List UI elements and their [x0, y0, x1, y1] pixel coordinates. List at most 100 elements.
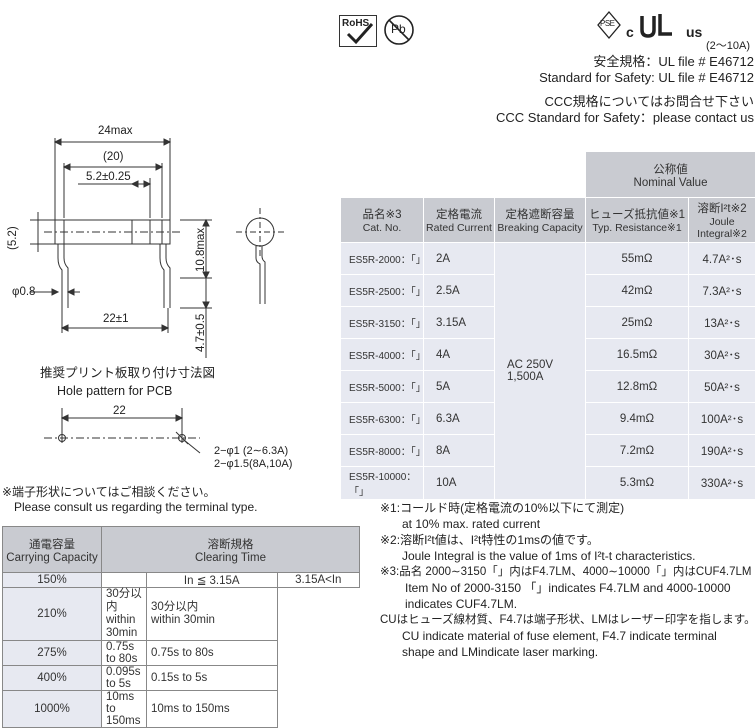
- cat-no: ES5R-4000：「」: [340, 338, 426, 371]
- note-3-jp: ※3:品名 2000∼3150「」内はF4.7LM、4000∼10000「」内は…: [380, 566, 752, 578]
- note-1-en: at 10% max. rated current: [402, 517, 541, 531]
- cat-no: ES5R-6300：「」: [340, 402, 426, 435]
- cul-us-logo: c us: [626, 10, 738, 40]
- terminal-note-jp: ※端子形状についてはご相談ください。: [2, 485, 216, 499]
- dim-5-2-paren: (5.2): [7, 226, 19, 250]
- current-pct: 1000%: [2, 690, 102, 728]
- resistance: 9.4mΩ: [585, 402, 689, 435]
- resistance: 25mΩ: [585, 306, 689, 339]
- cat-no: ES5R-10000：「」: [340, 466, 424, 500]
- cat-no: ES5R-2500：「」: [340, 274, 426, 307]
- terminal-note-en: Please consult us regarding the terminal…: [14, 500, 258, 514]
- ccc-jp: CCC規格についてはお問合せ下さい: [544, 94, 754, 109]
- fuse-drawing: [30, 138, 284, 454]
- dim-phi-0-8: φ0.8: [12, 286, 36, 298]
- rohs-logo: RoHS: [339, 15, 377, 47]
- ul-c-text: c: [626, 24, 634, 40]
- col-in-low: In ≦ 3.15A: [146, 572, 278, 588]
- rohs-text: RoHS: [342, 18, 370, 29]
- pcb-title-en: Hole pattern for PCB: [57, 384, 173, 398]
- current-pct: 400%: [2, 665, 102, 691]
- rated-current: 5A: [423, 370, 495, 403]
- resistance: 42mΩ: [585, 274, 689, 307]
- current-pct: 210%: [2, 587, 102, 641]
- rated-current: 3.15A: [423, 306, 495, 339]
- time-in-low: 0.095s to 5s: [101, 665, 147, 691]
- rated-current: 2A: [423, 242, 495, 275]
- rated-current: 8A: [423, 434, 495, 467]
- time-in-high: 10ms to 150ms: [146, 690, 278, 728]
- rated-current: 6.3A: [423, 402, 495, 435]
- note-1-jp: ※1:コールド時(定格電流の10%以下にて測定): [380, 501, 625, 515]
- resistance: 55mΩ: [585, 242, 689, 275]
- rated-current: 10A: [423, 466, 495, 500]
- carrying-capacity-value: 150%: [2, 572, 102, 588]
- time-in-high: 0.75s to 80s: [146, 640, 278, 666]
- pse-logo: PSE: [596, 10, 622, 40]
- pcb-hole-1: 2−φ1 (2∼6.3A): [214, 445, 289, 457]
- note-3-en-2: indicates CUF4.7LM.: [405, 597, 518, 611]
- nominal-header: 公称値 Nominal Value: [585, 151, 756, 198]
- joule-integral: 100A²･s: [688, 402, 756, 435]
- pcb-title-jp: 推奨プリント板取り付け寸法図: [40, 366, 216, 380]
- col-in-high: 3.15A<In: [276, 572, 361, 588]
- current-pct: 275%: [2, 640, 102, 666]
- joule-integral: 330A²･s: [688, 466, 756, 500]
- ccc-en: CCC Standard for Safety：please contact u…: [496, 110, 754, 125]
- joule-integral: 13A²･s: [688, 306, 756, 339]
- joule-integral: 30A²･s: [688, 338, 756, 371]
- ul-mark-icon: [640, 14, 672, 38]
- note-4-en-2: shape and LMindicate laser marking.: [402, 645, 599, 659]
- resistance: 5.3mΩ: [585, 466, 689, 500]
- joule-integral: 50A²･s: [688, 370, 756, 403]
- dim-20: (20): [103, 151, 124, 163]
- checkmark-icon: [346, 23, 374, 45]
- resistance: 12.8mΩ: [585, 370, 689, 403]
- joule-integral: 7.3A²･s: [688, 274, 756, 307]
- dim-22pm1: 22±1: [103, 313, 129, 325]
- dim-4-7: 4.7±0.5: [195, 313, 207, 352]
- safety-jp: 安全規格：UL file # E46712: [593, 54, 754, 69]
- pcb-hole-2: 2−φ1.5(8A,10A): [214, 458, 293, 470]
- cat-no: ES5R-3150：「」: [340, 306, 426, 339]
- note-2-jp: ※2:溶断I²t値は、I²t特性の1msの値です。: [380, 533, 599, 547]
- cat-no: ES5R-2000：「」: [340, 242, 426, 275]
- dim-24max: 24max: [98, 125, 133, 137]
- note-3-en-1: Item No of 2000-3150 「」indicates F4.7LM …: [405, 581, 731, 595]
- ul-range: (2～10A): [706, 40, 751, 52]
- pb-text: Pb: [391, 22, 406, 36]
- pb-free-logo: Pb: [383, 14, 415, 46]
- dim-10-8max: 10.8max: [195, 227, 207, 272]
- pse-text: PSE: [600, 19, 615, 28]
- note-2-en: Joule Integral is the value of 1ms of I²…: [402, 549, 696, 563]
- joule-integral: 190A²･s: [688, 434, 756, 467]
- time-in-low: 10ms to 150ms: [101, 690, 147, 728]
- rated-current: 2.5A: [423, 274, 495, 307]
- dim-5-2: 5.2±0.25: [86, 171, 131, 183]
- pcb-22: 22: [113, 405, 126, 417]
- pse-diamond-icon: [597, 10, 621, 40]
- resistance: 16.5mΩ: [585, 338, 689, 371]
